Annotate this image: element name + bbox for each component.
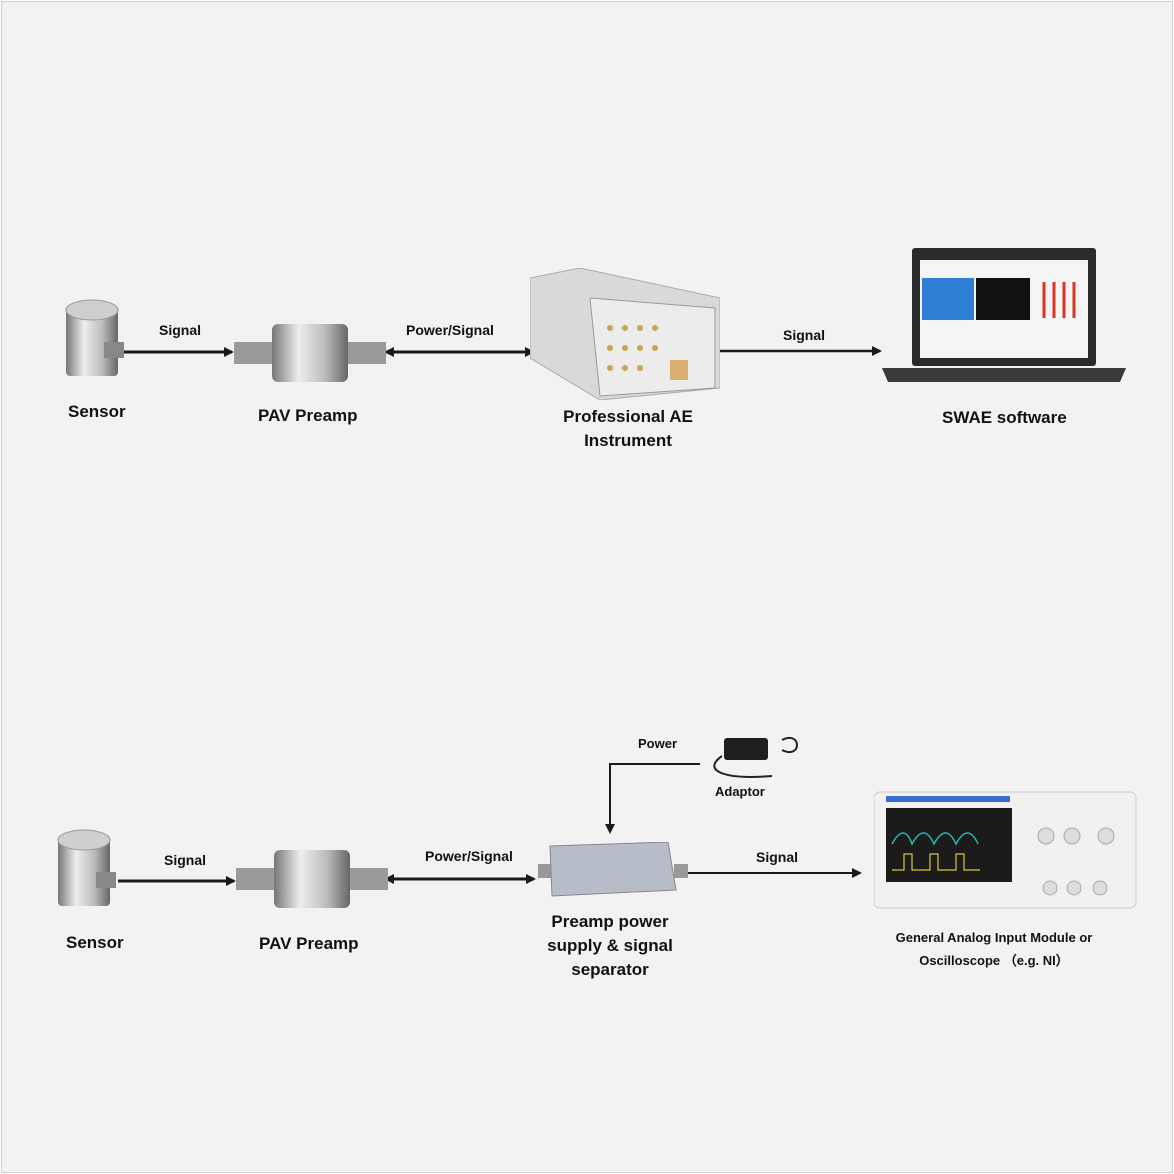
sensor-image-bottom xyxy=(57,829,116,906)
label-sensor-bottom: Sensor xyxy=(66,933,124,952)
label-signal-bottom-1: Signal xyxy=(164,852,207,868)
label-power: Power xyxy=(638,736,678,751)
label-preamp-bottom: PAV Preamp xyxy=(259,934,359,953)
label-oscilloscope-line2: Oscilloscope （e.g. NI） xyxy=(919,953,1069,968)
arrow-adaptor-to-separator xyxy=(605,763,700,834)
label-adaptor: Adaptor xyxy=(715,784,765,799)
sensor-image-top xyxy=(65,299,124,376)
label-power-signal-top: Power/Signal xyxy=(406,322,494,338)
oscilloscope-image xyxy=(874,791,1137,909)
ae-instrument-image xyxy=(530,268,720,400)
adaptor-image xyxy=(713,737,798,778)
label-software: SWAE software xyxy=(942,408,1067,427)
label-instrument: Professional AE Instrument xyxy=(563,407,693,450)
label-signal-top-2: Signal xyxy=(783,327,826,343)
label-power-signal-bottom: Power/Signal xyxy=(425,848,513,864)
laptop-swae-image xyxy=(882,248,1126,382)
label-preamp-top: PAV Preamp xyxy=(258,406,358,425)
label-signal-bottom-2: Signal xyxy=(756,849,799,865)
label-oscilloscope-line1: General Analog Input Module or xyxy=(895,930,1093,945)
label-separator: Preamp power supply & signal separator xyxy=(547,912,673,979)
label-sensor-top: Sensor xyxy=(68,402,126,421)
preamp-image-bottom xyxy=(236,850,388,908)
separator-image xyxy=(538,842,688,897)
label-signal-top-1: Signal xyxy=(159,322,202,338)
preamp-image-top xyxy=(234,324,386,382)
